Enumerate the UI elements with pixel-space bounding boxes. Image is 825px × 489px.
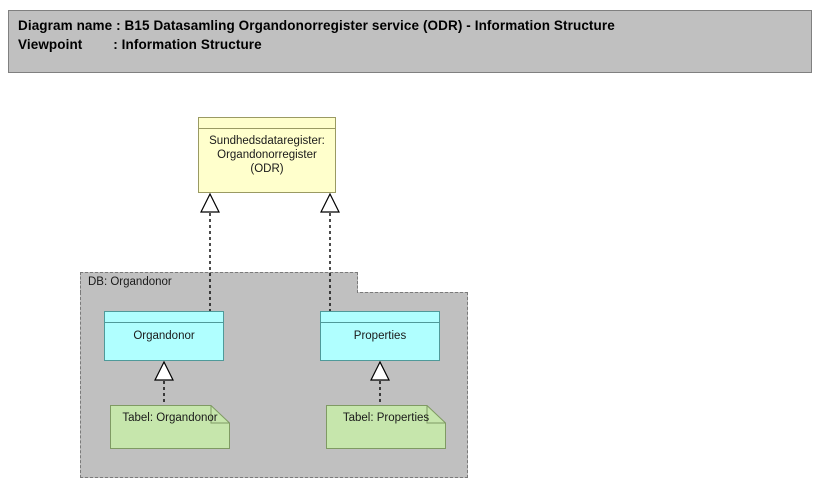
package-tab: DB: Organdonor xyxy=(80,272,358,293)
node-sundhedsdataregister-odr[interactable]: Sundhedsdataregister: Organdonorregister… xyxy=(198,117,336,193)
node-titlebar xyxy=(105,312,223,323)
diagram-name-text: Diagram name : B15 Datasamling Organdono… xyxy=(18,18,615,33)
node-titlebar xyxy=(321,312,439,323)
viewpoint-text: Viewpoint : Information Structure xyxy=(18,37,262,52)
node-label-line2: Organdonorregister xyxy=(217,149,317,161)
relationship-tabel-properties-to-properties xyxy=(368,361,392,407)
package-label: DB: Organdonor xyxy=(88,276,172,288)
relationship-organdonor-to-data-object xyxy=(198,193,222,313)
node-organdonor[interactable]: Organdonor xyxy=(104,311,224,361)
node-titlebar xyxy=(199,118,335,129)
node-tabel-properties[interactable]: Tabel: Properties xyxy=(326,405,446,449)
node-properties[interactable]: Properties xyxy=(320,311,440,361)
node-label: Organdonor xyxy=(133,330,195,342)
node-label: Tabel: Properties xyxy=(342,412,430,424)
node-label: Tabel: Organdonor xyxy=(122,412,218,424)
node-label: Properties xyxy=(353,330,407,342)
node-tabel-organdonor[interactable]: Tabel: Organdonor xyxy=(110,405,230,449)
diagram-header-band: Diagram name : B15 Datasamling Organdono… xyxy=(8,10,812,73)
relationship-tabel-organdonor-to-organdonor xyxy=(152,361,176,407)
relationship-properties-to-data-object xyxy=(318,193,342,313)
node-label-line1: Sundhedsdataregister: xyxy=(209,135,325,147)
node-label-line3: (ODR) xyxy=(250,163,284,175)
